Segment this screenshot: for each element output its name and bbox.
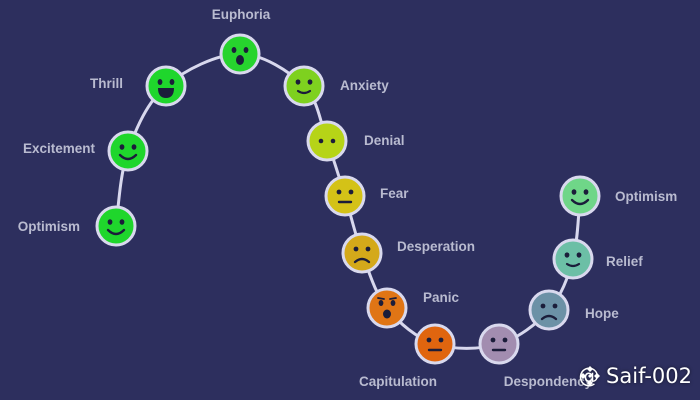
- stage-despondency: Despondency: [478, 323, 593, 389]
- stage-fear-label: Fear: [380, 186, 409, 201]
- watermark: @ Saif-002: [578, 364, 692, 388]
- stage-despondency-label: Despondency: [504, 374, 593, 389]
- stage-hope-label: Hope: [585, 306, 619, 321]
- stage-optimism-face-icon: [559, 175, 601, 217]
- stage-despondency-face-icon: [478, 323, 520, 365]
- stage-panic: Panic: [366, 287, 460, 329]
- stage-relief: Relief: [552, 238, 643, 280]
- stage-desperation-face-icon: [341, 232, 383, 274]
- stage-desperation-label: Desperation: [397, 239, 475, 254]
- stage-anxiety-label: Anxiety: [340, 78, 389, 93]
- binance-logo-icon: [580, 366, 601, 386]
- stage-excitement-face-icon: [107, 130, 149, 172]
- stage-optimism-face-icon: [95, 205, 137, 247]
- stage-excitement: Excitement: [23, 130, 149, 172]
- stage-fear: Fear: [324, 175, 409, 217]
- stage-optimism: Optimism: [559, 175, 677, 217]
- stage-desperation: Desperation: [341, 232, 475, 274]
- stage-thrill: Thrill: [90, 65, 187, 107]
- stage-anxiety: Anxiety: [283, 65, 389, 107]
- stage-excitement-label: Excitement: [23, 141, 96, 156]
- stage-relief-face-icon: [552, 238, 594, 280]
- stage-thrill-label: Thrill: [90, 76, 123, 91]
- stage-thrill-face-icon: [145, 65, 187, 107]
- stage-optimism-label: Optimism: [18, 219, 80, 234]
- stage-optimism: Optimism: [18, 205, 137, 247]
- stage-hope: Hope: [528, 289, 619, 331]
- stage-anxiety-face-icon: [283, 65, 325, 107]
- stage-capitulation: Capitulation: [359, 323, 456, 389]
- stage-denial-face-icon: [306, 120, 348, 162]
- stage-relief-label: Relief: [606, 254, 643, 269]
- stage-hope-face-icon: [528, 289, 570, 331]
- stage-denial: Denial: [306, 120, 405, 162]
- stage-capitulation-label: Capitulation: [359, 374, 437, 389]
- stage-capitulation-face-icon: [414, 323, 456, 365]
- stage-euphoria-face-icon: [219, 33, 261, 75]
- stage-panic-face-icon: [366, 287, 408, 329]
- stage-euphoria: Euphoria: [212, 7, 271, 75]
- stage-euphoria-label: Euphoria: [212, 7, 271, 22]
- stage-fear-face-icon: [324, 175, 366, 217]
- stage-denial-label: Denial: [364, 133, 405, 148]
- stage-panic-label: Panic: [423, 290, 460, 305]
- stage-optimism-label: Optimism: [615, 189, 677, 204]
